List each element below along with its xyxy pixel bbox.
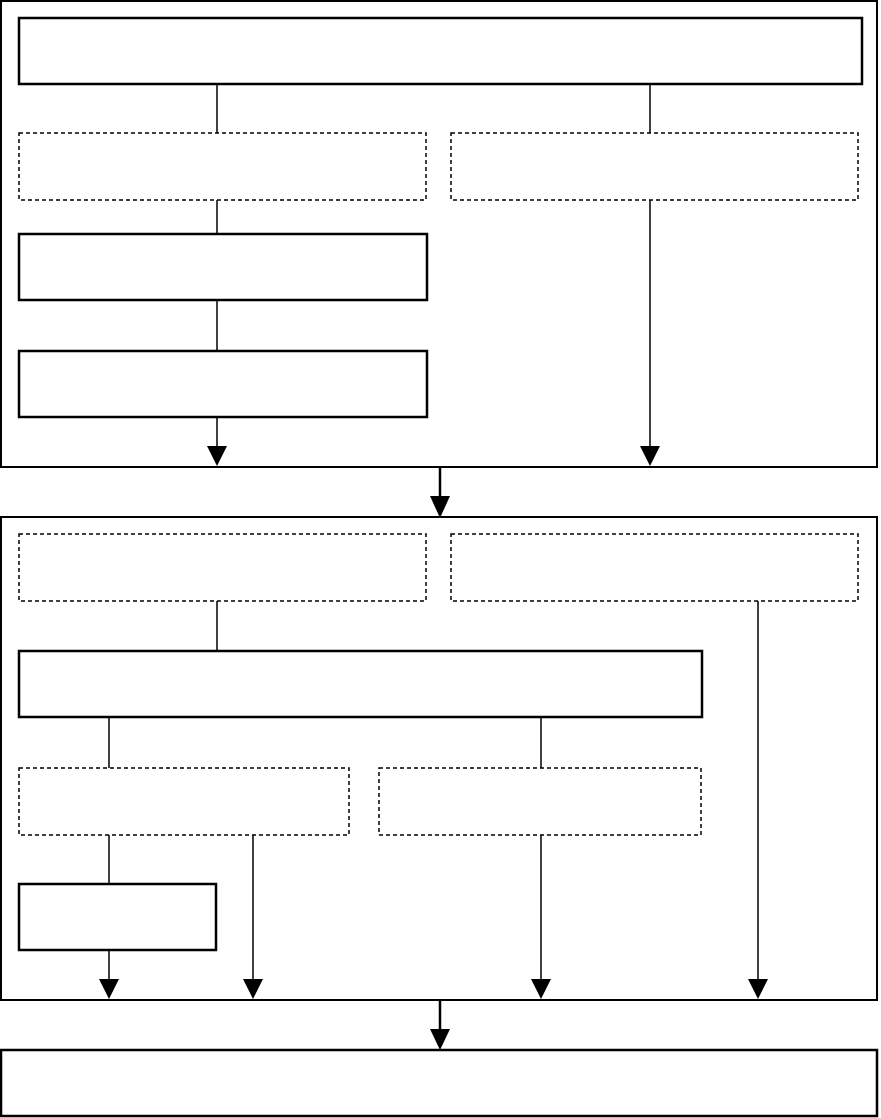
box-s2-small bbox=[17, 882, 218, 952]
arrow-s2-lower-right-head bbox=[531, 979, 551, 999]
box-dashed-s2-right bbox=[450, 533, 859, 602]
box-s1-left-step-2 bbox=[17, 232, 429, 302]
box-dashed-s1-right bbox=[450, 132, 859, 201]
box-dashed-s2-lower-right bbox=[378, 767, 702, 836]
box-bottom bbox=[0, 1048, 879, 1118]
arrow-s2-to-bottom-head bbox=[430, 1029, 450, 1050]
arrow-s1-left-head bbox=[207, 446, 227, 466]
box-top-header bbox=[17, 16, 864, 86]
arrow-s2-right-head bbox=[748, 979, 768, 999]
arrow-s2-lower-left-head bbox=[243, 979, 263, 999]
box-dashed-s2-left bbox=[18, 533, 427, 602]
arrow-s2-small-head bbox=[99, 979, 119, 999]
box-dashed-s1-left bbox=[18, 132, 427, 201]
box-s1-left-step-3 bbox=[17, 349, 429, 419]
box-dashed-s2-lower-left bbox=[18, 767, 350, 836]
box-s2-wide bbox=[17, 649, 704, 719]
arrow-s1-right-head bbox=[640, 446, 660, 466]
arrow-s1-to-s2-head bbox=[430, 496, 450, 518]
